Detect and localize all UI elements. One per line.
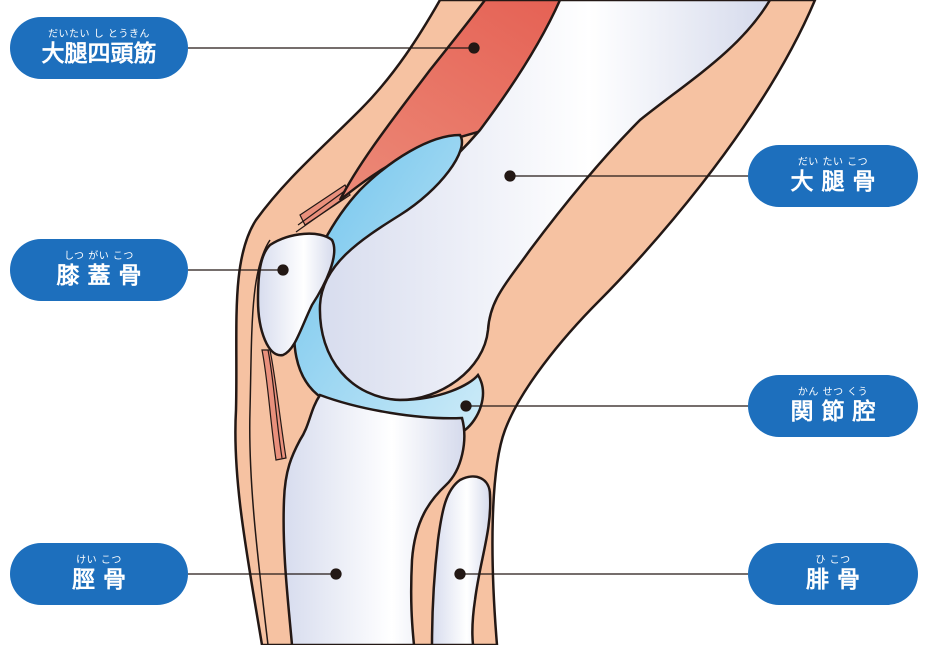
label-fibula-ruby: ひ こつ <box>815 555 850 567</box>
label-femur: だい たい こつ 大 腿 骨 <box>748 145 918 207</box>
label-joint-cavity-text: 関 節 腔 <box>790 399 875 425</box>
label-femur-ruby: だい たい こつ <box>798 157 868 169</box>
label-tibia-text: 脛 骨 <box>72 567 126 593</box>
label-patella: しつ がい こつ 膝 蓋 骨 <box>10 239 188 301</box>
label-tibia-ruby: けい こつ <box>76 555 122 567</box>
label-fibula: ひ こつ 腓 骨 <box>748 543 918 605</box>
label-patella-ruby: しつ がい こつ <box>64 251 134 263</box>
label-joint-cavity-ruby: かん せつ くう <box>798 387 868 399</box>
label-patella-text: 膝 蓋 骨 <box>56 263 141 289</box>
label-femur-text: 大 腿 骨 <box>790 169 875 195</box>
label-quadriceps-text: 大腿四頭筋 <box>42 41 157 67</box>
label-quadriceps: だいたい し とうきん 大腿四頭筋 <box>10 17 188 79</box>
label-fibula-text: 腓 骨 <box>806 567 860 593</box>
label-tibia: けい こつ 脛 骨 <box>10 543 188 605</box>
label-quadriceps-ruby: だいたい し とうきん <box>48 29 150 41</box>
label-joint-cavity: かん せつ くう 関 節 腔 <box>748 375 918 437</box>
